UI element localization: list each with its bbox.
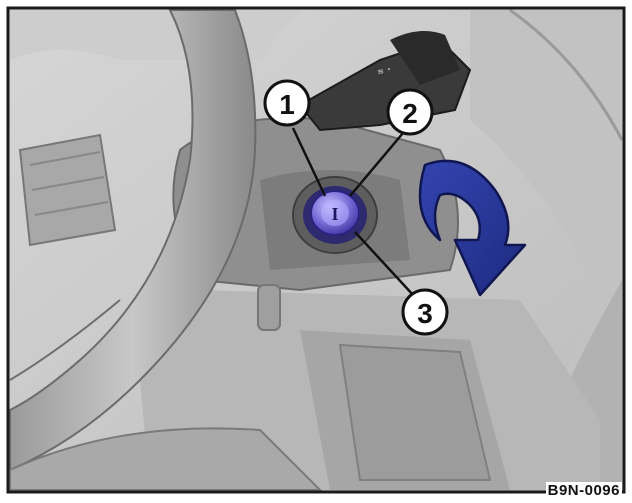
svg-text:2: 2: [402, 98, 418, 129]
callout-1: 1: [265, 81, 309, 125]
svg-text:1: 1: [279, 89, 295, 120]
callout-3: 3: [403, 290, 447, 334]
ignition-key: I: [311, 191, 359, 235]
key-position-mark: I: [331, 204, 338, 224]
figure-reference-code: B9N-0096: [546, 482, 622, 499]
callout-2: 2: [388, 90, 432, 134]
svg-text:3: 3: [417, 298, 433, 329]
